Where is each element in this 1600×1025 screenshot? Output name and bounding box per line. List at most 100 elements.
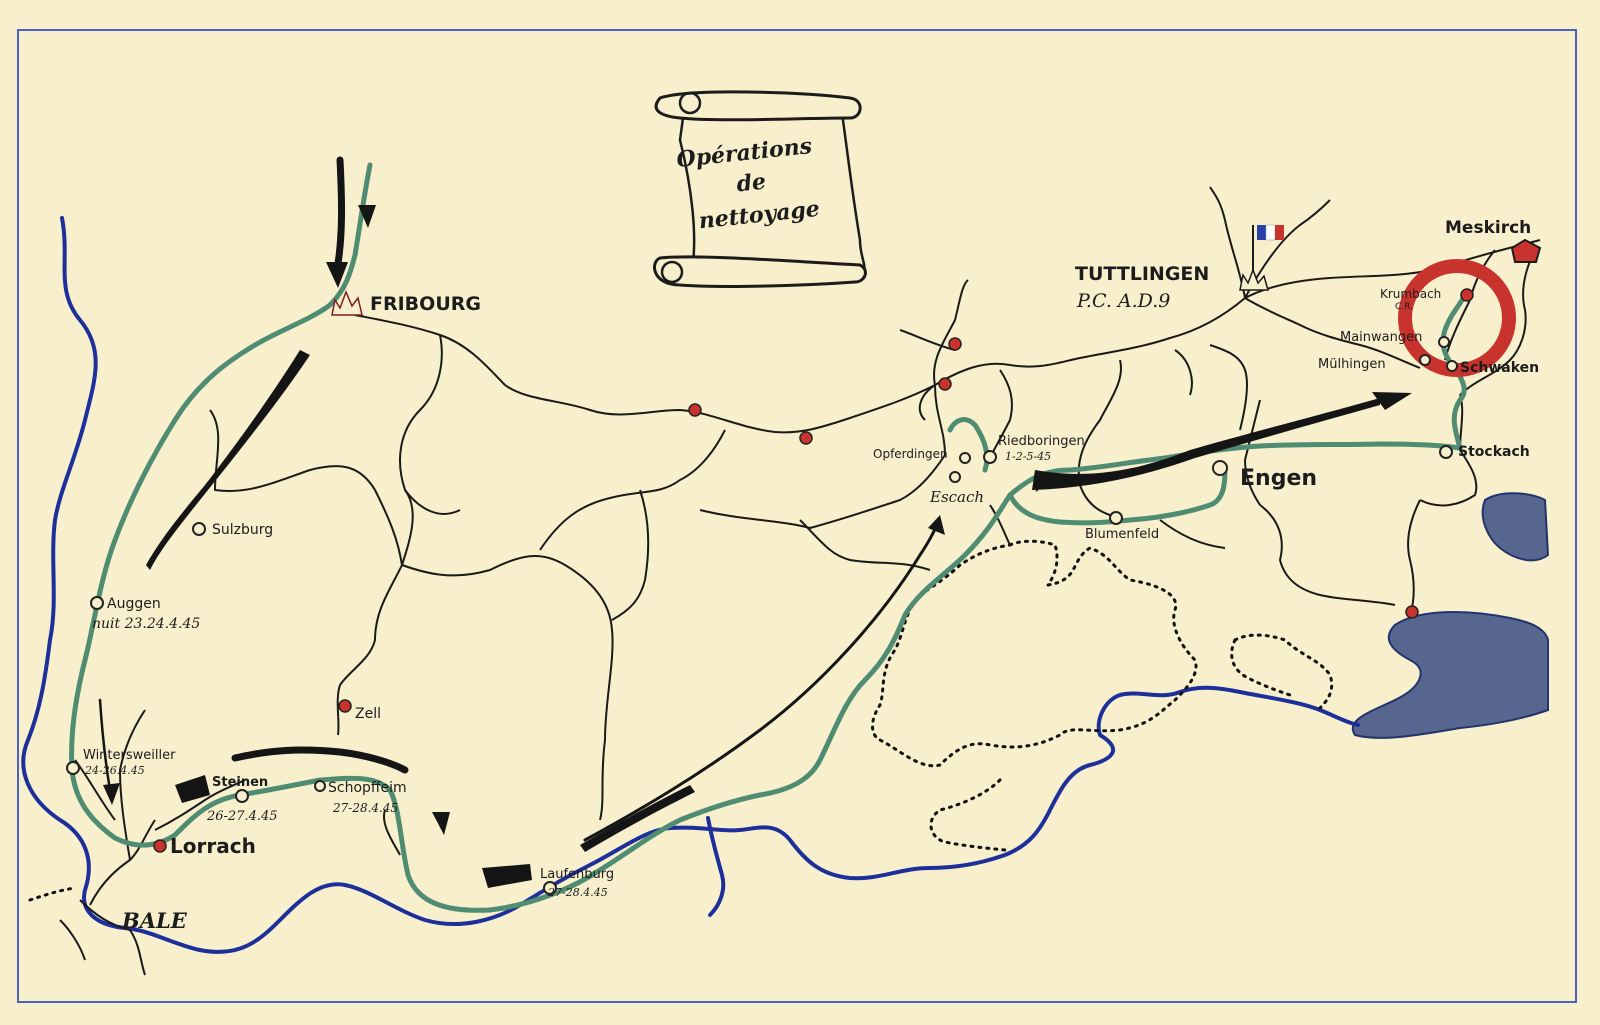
- arrow-group: [98, 156, 1412, 888]
- marker-schopffeim: [314, 780, 326, 792]
- marker-sulzburg: [192, 522, 206, 536]
- marker-red-5: [1405, 605, 1419, 619]
- block-escach: [1035, 475, 1048, 492]
- block-steinen: [175, 775, 210, 803]
- scroll-body: [678, 98, 866, 282]
- road-11: [699, 454, 946, 529]
- road-32: [383, 809, 401, 856]
- label-mulhingen: Mülhingen: [1318, 357, 1386, 372]
- label-steinen-date: 26-27.4.45: [206, 809, 278, 824]
- road-12: [933, 279, 969, 456]
- marker-steinen: [235, 789, 249, 803]
- road-17: [1244, 297, 1421, 369]
- town-icon-shape: [331, 289, 363, 316]
- marker-red-4: [948, 337, 962, 351]
- road-9: [611, 489, 650, 621]
- road-4: [209, 409, 403, 566]
- arrow-fribourg-north: [333, 156, 346, 274]
- marker-wintersweiller: [66, 761, 80, 775]
- arrow-wintersweiller-head: [103, 783, 120, 805]
- label-krumbach-note: C.R.: [1395, 302, 1413, 312]
- label-opferdingen: Opferdingen: [873, 447, 948, 461]
- lake-overlinger: [1481, 492, 1550, 562]
- title-line-2: de: [735, 169, 767, 198]
- label-lorrach: Lorrach: [170, 834, 256, 858]
- arrow-schopffeim: [231, 746, 409, 774]
- road-7: [404, 489, 461, 515]
- border-line-1: [871, 539, 1198, 768]
- road-22: [1419, 394, 1478, 507]
- label-escach: Escach: [929, 488, 984, 506]
- flag-icon: [1239, 224, 1284, 291]
- flag-town-shape: [1239, 267, 1269, 291]
- road-35: [1174, 349, 1193, 396]
- marker-red-2: [799, 431, 813, 445]
- marker-red-3: [938, 377, 952, 391]
- label-krumbach: Krumbach: [1380, 287, 1441, 301]
- marker-krumbach: [1460, 288, 1474, 302]
- border-line-3: [1230, 638, 1292, 697]
- label-engen: Engen: [1240, 466, 1317, 491]
- marker-mainwangen: [1438, 336, 1450, 348]
- arrow-laufenburg-escach-head: [928, 515, 945, 535]
- marker-blumenfeld: [1109, 511, 1123, 525]
- label-fribourg: FRIBOURG: [370, 293, 481, 315]
- label-riedboringen: Riedboringen: [998, 434, 1085, 449]
- road-8: [539, 429, 726, 551]
- label-bale: BALE: [121, 908, 188, 933]
- tributary-river: [706, 816, 726, 917]
- arrow-fribourg-north-head: [326, 262, 348, 288]
- label-mainwangen: Mainwangen: [1340, 330, 1422, 345]
- label-wintersweiller-date: 24-26.4.45: [84, 764, 145, 777]
- border-line-4: [929, 778, 1007, 852]
- scroll-curl-bottom: [660, 260, 684, 284]
- marker-engen: [1212, 460, 1228, 476]
- road-27: [1159, 519, 1226, 549]
- marker-auggen: [90, 596, 104, 610]
- marker-laufenburg: [543, 881, 557, 895]
- label-schopffeim-date: 27-28.4.45: [332, 801, 398, 815]
- marker-opferdingen: [959, 452, 971, 464]
- arrow-laufenburg-thick: [580, 785, 695, 852]
- map-frame: [17, 29, 1577, 1003]
- label-stockach: Stockach: [1458, 444, 1530, 460]
- road-6: [401, 554, 614, 821]
- objective-circle: [1398, 259, 1516, 377]
- route-to-blumenfeld: [1007, 467, 1228, 526]
- label-laufenburg-date: 27-28.4.45: [547, 886, 608, 899]
- label-meskirch: Meskirch: [1445, 218, 1531, 238]
- scroll-curl-top: [678, 91, 702, 115]
- scroll-bottom-roll: [653, 255, 867, 288]
- label-tuttlingen: TUTTLINGEN: [1075, 263, 1209, 285]
- label-steinen: Steinen: [212, 775, 268, 790]
- marker-schwaken: [1446, 360, 1458, 372]
- label-sulzburg: Sulzburg: [212, 522, 273, 538]
- road-23: [1407, 499, 1421, 616]
- town-markers: [66, 288, 1474, 895]
- road-15: [1077, 359, 1122, 486]
- road-20: [1244, 199, 1331, 299]
- marker-lorrach: [153, 839, 167, 853]
- border-group: [28, 539, 1334, 902]
- road-31: [154, 779, 246, 831]
- road-25: [1244, 399, 1261, 506]
- flag-white: [1265, 224, 1276, 241]
- arrow-diagonal-rhine: [146, 350, 310, 570]
- scroll-top-roll: [654, 90, 862, 122]
- road-21: [1459, 249, 1536, 396]
- road-14: [918, 384, 936, 421]
- road-network: [59, 186, 1541, 976]
- road-24: [1259, 504, 1396, 606]
- block-laufenburg: [482, 864, 532, 888]
- flag-blue: [1257, 225, 1266, 240]
- road-26: [989, 484, 1111, 546]
- arrow-engen: [1032, 398, 1380, 490]
- label-schwaken: Schwaken: [1460, 360, 1539, 376]
- marker-escach: [949, 471, 961, 483]
- road-13: [899, 329, 956, 351]
- marker-mulhingen: [1419, 354, 1431, 366]
- road-3: [399, 334, 443, 566]
- marker-zell: [338, 699, 352, 713]
- label-schopffeim: Schopffeim: [328, 780, 407, 796]
